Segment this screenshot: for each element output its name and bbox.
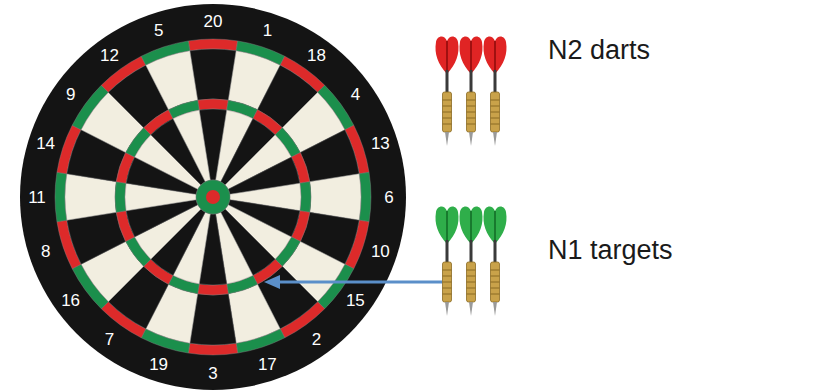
sector-number: 10	[371, 243, 390, 260]
single-segment	[228, 284, 280, 343]
green-dart	[483, 207, 506, 316]
sector-number: 1	[263, 21, 272, 38]
single-segment	[300, 130, 359, 182]
sector-number: 16	[61, 292, 80, 309]
sector-number: 3	[208, 365, 217, 382]
triple-ring-segment	[115, 182, 126, 213]
sector-number: 13	[371, 134, 390, 151]
single-segment	[65, 174, 116, 220]
outer-bull	[196, 180, 230, 214]
red-dart	[435, 37, 458, 146]
sector-number: 9	[66, 85, 75, 102]
green-dart	[459, 207, 482, 316]
dart-label: N1 targets	[548, 236, 673, 266]
sector-number: 4	[351, 85, 360, 102]
triple-ring-segment	[198, 99, 229, 110]
sector-number: 12	[100, 46, 119, 63]
bullseye	[206, 190, 220, 204]
sector-number: 11	[28, 189, 46, 206]
pointer-arrow	[264, 275, 442, 289]
sector-number: 20	[204, 13, 223, 30]
red-dart	[459, 37, 482, 146]
sector-number: 7	[105, 331, 114, 348]
sector-number: 18	[307, 46, 326, 63]
sector-number: 19	[149, 356, 168, 373]
single-segment	[67, 212, 126, 264]
sector-number: 15	[346, 292, 365, 309]
triple-ring-segment	[300, 182, 311, 213]
dart-label: N2 darts	[548, 36, 650, 66]
board-outer-ring	[20, 4, 406, 390]
sector-number: 5	[154, 21, 163, 38]
sector-number: 2	[312, 331, 321, 348]
triple-ring-segment	[198, 284, 229, 295]
single-segment	[146, 51, 198, 110]
sector-number: 17	[258, 356, 277, 373]
single-segment	[190, 49, 236, 100]
sector-number: 8	[41, 243, 50, 260]
sector-number: 6	[384, 189, 393, 206]
single-segment	[173, 110, 210, 182]
green-dart	[435, 207, 458, 316]
single-segment	[310, 174, 361, 220]
single-segment	[190, 294, 236, 345]
red-dart	[483, 37, 506, 146]
sector-number: 14	[36, 134, 55, 151]
